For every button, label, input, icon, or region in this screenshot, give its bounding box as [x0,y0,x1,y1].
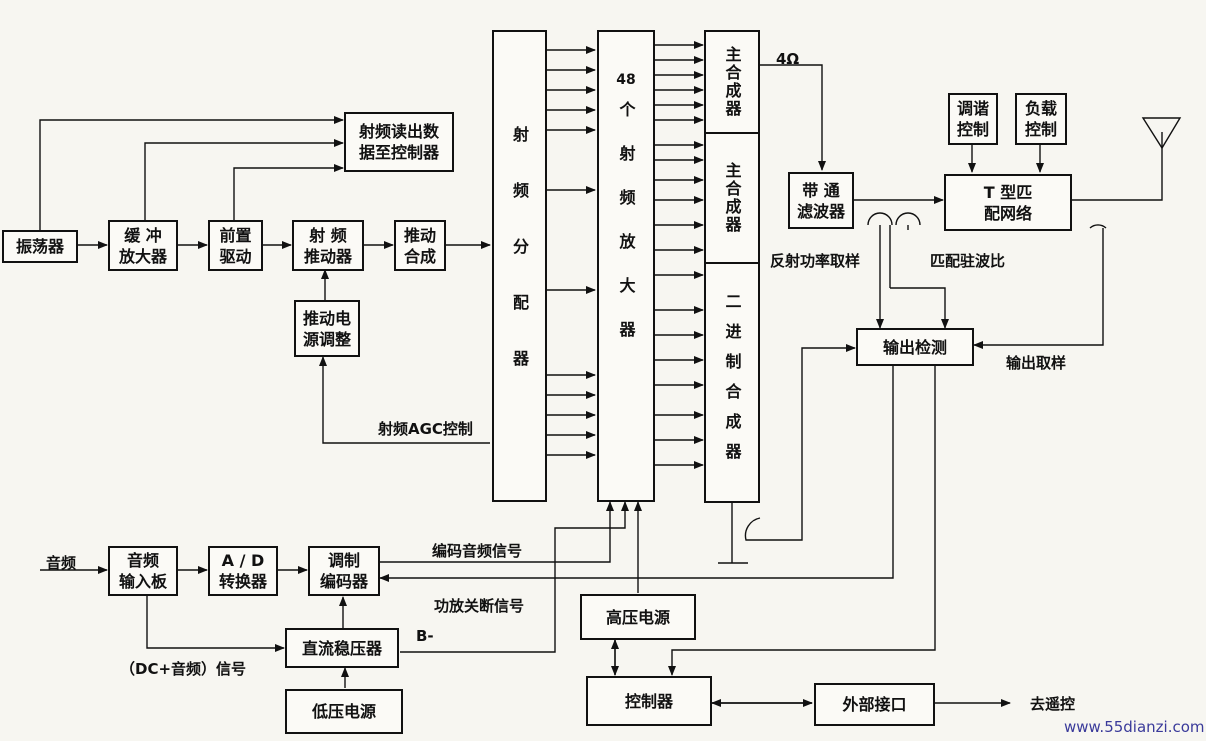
audio-input-label: 音频 [46,554,77,572]
main-combiner-2: 主合成器 [722,162,742,234]
encoded-audio-label: 编码音频信号 [432,542,523,560]
rf-amplifier-label: 个射频放大器 [616,101,636,365]
rf-splitter-label: 射频分配器 [510,126,529,406]
dc-audio-signal-label: （DC+音频）信号 [120,660,247,678]
controller-block: 控制器 [586,676,712,726]
impedance-label: 4Ω [776,50,800,68]
oscillator-block: 振荡器 [2,230,78,263]
buffer-amplifier-block: 缓 冲 放大器 [108,220,178,271]
rf-readout-block: 射频读出数 据至控制器 [344,112,454,172]
drive-power-adjust-block: 推动电 源调整 [294,300,360,357]
audio-input-board-block: 音频 输入板 [108,546,178,596]
watermark: www.55dianzi.com [1064,718,1205,736]
rf-agc-label: 射频AGC控制 [378,420,473,438]
drive-combiner-block: 推动 合成 [394,220,446,271]
combiner-stack: 主合成器 主合成器 二进制合成器 [704,30,760,503]
main-combiner-1: 主合成器 [722,46,742,118]
bandpass-filter-block: 带 通 滤波器 [788,172,854,229]
low-voltage-psu-block: 低压电源 [285,689,403,734]
dc-regulator-block: 直流稳压器 [285,628,399,668]
pa-shutdown-label: 功放关断信号 [434,597,525,615]
output-detect-block: 输出检测 [856,328,974,366]
binary-combiner: 二进制合成器 [722,292,742,473]
rf-amplifier-block: 48 个射频放大器 [597,30,655,502]
rf-driver-block: 射 频 推动器 [292,220,364,271]
external-interface-block: 外部接口 [814,683,935,726]
load-control-block: 负载 控制 [1015,93,1067,145]
b-minus-label: B- [416,627,434,645]
to-remote-label: 去遥控 [1030,695,1076,713]
tuning-control-block: 调谐 控制 [948,93,998,145]
match-vswr-label: 匹配驻波比 [930,252,1006,270]
rf-amplifier-count: 48 [616,72,636,88]
ad-converter-block: A / D 转换器 [208,546,278,596]
rf-splitter-block: 射频分配器 [492,30,547,502]
reflected-power-sample-label: 反射功率取样 [770,252,861,270]
high-voltage-psu-block: 高压电源 [580,594,696,640]
t-matching-network-block: T 型匹 配网络 [944,174,1072,231]
output-sample-label: 输出取样 [1006,354,1067,372]
modulation-encoder-block: 调制 编码器 [308,546,380,596]
pre-driver-block: 前置 驱动 [208,220,263,271]
